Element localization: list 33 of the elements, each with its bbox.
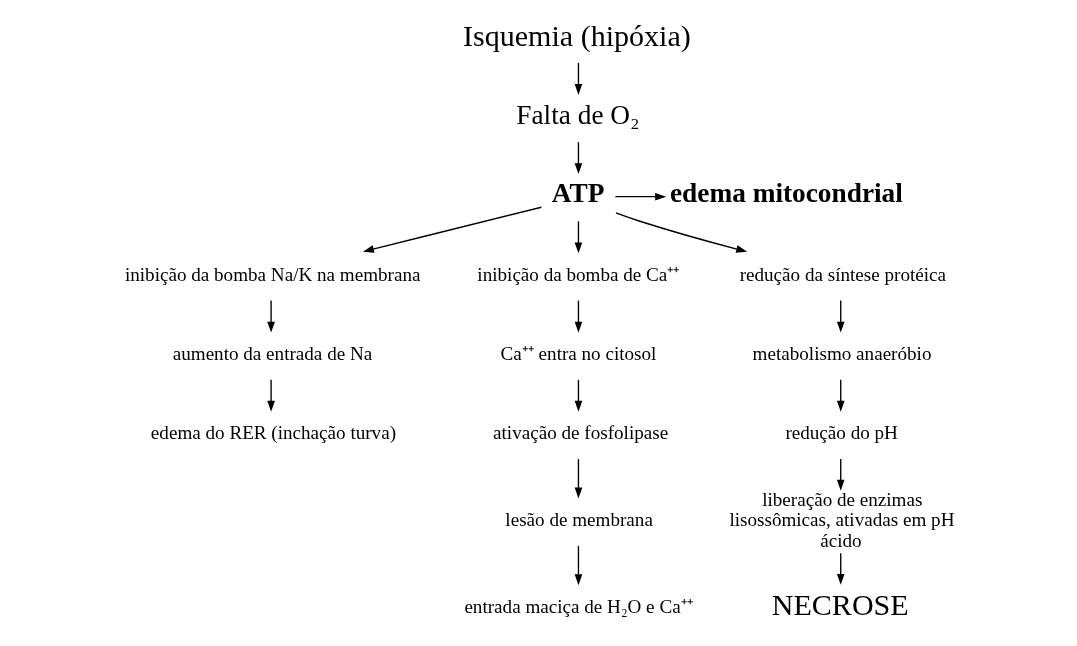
arrow [836, 299, 845, 333]
node-text: NECROSE [771, 588, 909, 623]
node-text: Ca⁺⁺ entra no citosol [500, 343, 657, 365]
arrow [267, 379, 275, 412]
arrow [362, 206, 543, 253]
arrow [574, 299, 583, 333]
arrow [574, 458, 583, 499]
arrow [574, 62, 583, 95]
node-text: lesão de membrana [505, 509, 653, 531]
arrow [615, 212, 748, 253]
node-text: ATP [551, 178, 605, 209]
node-text: Isquemia (hipóxia) [463, 18, 691, 53]
node-text: aumento da entrada de Na [172, 343, 373, 365]
arrow [574, 379, 583, 412]
arrow [574, 141, 583, 175]
node-text: metabolismo anaeróbio [752, 343, 932, 365]
arrow [836, 552, 845, 585]
node-text: redução do pH [785, 422, 898, 444]
node-text: edema mitocondrial [669, 178, 903, 209]
arrow [836, 379, 845, 412]
node-text: entrada maciça de H₂O e Ca⁺⁺ [464, 595, 693, 617]
arrow [267, 299, 275, 333]
node-text: Falta de O₂ [516, 100, 640, 131]
node-text: ativação de fosfolipase [493, 422, 669, 444]
arrow [574, 545, 583, 586]
arrow [614, 192, 667, 201]
arrow [836, 458, 845, 491]
node-text: liberação de enzimas lisossômicas, ativadas em pH ácido [729, 488, 955, 551]
node-text: inibição da bomba Na/K na membrana [124, 263, 421, 285]
node-text: redução da síntese protéica [739, 263, 947, 285]
node-text: edema do RER (inchação turva) [150, 422, 397, 444]
arrow [574, 220, 583, 254]
node-text: inibição da bomba de Ca⁺⁺ [477, 263, 680, 285]
